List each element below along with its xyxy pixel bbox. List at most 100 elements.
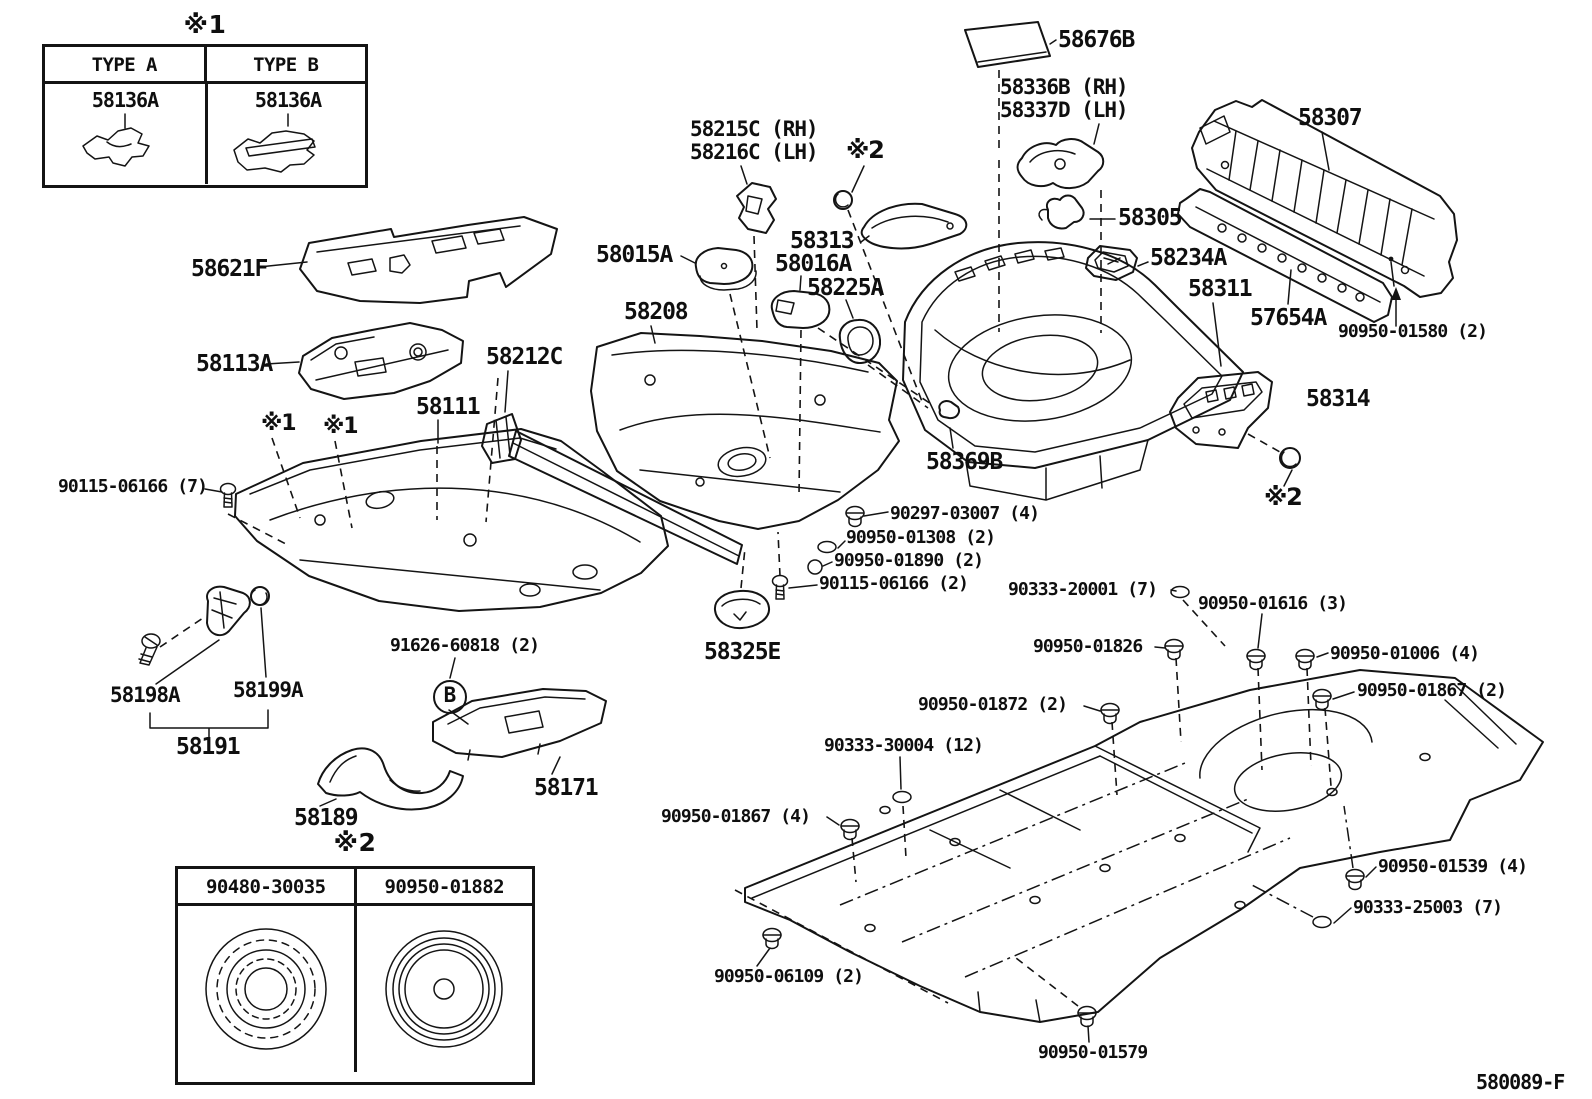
part-grommet-right: [1280, 448, 1300, 468]
type-table: TYPE A TYPE B 58136A 58136A: [42, 44, 368, 188]
label-57654a: 57654A: [1250, 305, 1327, 331]
label-90950-01539: 90950-01539 (4): [1378, 856, 1528, 877]
type-a-part-sketch: [82, 113, 150, 167]
label-58199a: 58199A: [233, 678, 304, 702]
label-58212c: 58212C: [486, 344, 563, 370]
type-table-title: ※1: [183, 10, 227, 39]
type-b-header: TYPE B: [203, 47, 366, 81]
label-58676b: 58676B: [1058, 27, 1135, 53]
part-58212c-member: [482, 414, 742, 564]
label-58314: 58314: [1306, 386, 1371, 412]
label-58171: 58171: [534, 775, 599, 801]
part-58215c-bracket: [737, 183, 776, 233]
type-b-cell: 58136A: [205, 84, 368, 184]
plug-b-drawing: [385, 930, 503, 1048]
label-90950-01580: 90950-01580 (2): [1338, 321, 1488, 342]
type-a-cell: 58136A: [45, 84, 205, 184]
label-note2-top: ※2: [846, 136, 885, 164]
part-58199a-clip: [251, 587, 269, 605]
label-90297-03007: 90297-03007 (4): [890, 503, 1040, 524]
label-58305: 58305: [1118, 205, 1183, 231]
part-rear-floor-pan: [903, 242, 1243, 500]
label-90950-01616: 90950-01616 (3): [1198, 593, 1348, 614]
part-58225a-grommet: [840, 320, 880, 363]
part-58189-bracket: [318, 748, 463, 809]
label-callout-b: B: [433, 680, 467, 714]
label-90950-01867-2: 90950-01867 (2): [1357, 680, 1507, 701]
part-58208-center-pan: [591, 333, 899, 529]
label-90950-01867-4: 90950-01867 (4): [661, 806, 811, 827]
label-58336b-rh: 58336B (RH): [1000, 75, 1129, 99]
part-58325e-plug: [715, 591, 769, 628]
label-58016a: 58016A: [775, 251, 852, 277]
part-58313-support: [862, 204, 967, 249]
label-58015a: 58015A: [596, 242, 673, 268]
label-58311: 58311: [1188, 276, 1253, 302]
part-58015a-plate: [696, 248, 756, 290]
part-58676b-plate: [965, 22, 1050, 67]
part-57654a-crossbar: [1178, 189, 1392, 322]
part-58305-clamp: [1039, 196, 1083, 229]
label-58191: 58191: [176, 734, 241, 760]
type-b-part-number: 58136A: [254, 88, 322, 112]
label-58216c-lh: 58216C (LH): [690, 140, 819, 164]
label-58198a: 58198A: [110, 683, 181, 707]
part-58307-rear-panel: [1192, 100, 1457, 297]
label-58113a: 58113A: [196, 351, 273, 377]
plug-b-cell: [353, 906, 533, 1072]
label-58307: 58307: [1298, 105, 1363, 131]
label-58337d-lh: 58337D (LH): [1000, 98, 1129, 122]
label-90333-30004: 90333-30004 (12): [824, 735, 984, 756]
label-58111: 58111: [416, 394, 481, 420]
label-90950-01308: 90950-01308 (2): [846, 527, 996, 548]
plug-a-part-number: 90480-30035: [205, 876, 326, 898]
plug-a-drawing: [205, 928, 327, 1050]
part-58314-bracket: [1170, 372, 1272, 448]
label-58208: 58208: [624, 299, 689, 325]
label-58215c-rh: 58215C (RH): [690, 117, 819, 141]
part-floor-undercover: [745, 670, 1543, 1022]
part-58621f-panel: [300, 217, 557, 303]
plug-b-part-number: 90950-01882: [353, 869, 533, 903]
type-a-part-number: 58136A: [91, 88, 159, 112]
label-90950-06109: 90950-06109 (2): [714, 966, 864, 987]
part-screw-58198: [139, 634, 160, 665]
label-58369b: 58369B: [926, 449, 1003, 475]
label-90950-01890: 90950-01890 (2): [834, 550, 984, 571]
type-b-part-sketch: [233, 113, 316, 173]
part-58113a-bracket: [299, 323, 463, 399]
label-58325e: 58325E: [704, 639, 781, 665]
label-90950-01006: 90950-01006 (4): [1330, 643, 1480, 664]
label-90950-01826: 90950-01826: [1033, 636, 1143, 657]
dashed-assembly-lines: [160, 70, 1353, 1006]
type-a-header: TYPE A: [91, 54, 158, 76]
label-91626-60818: 91626-60818 (2): [390, 635, 540, 656]
label-90950-01872: 90950-01872 (2): [918, 694, 1068, 715]
leader-lines: [150, 40, 1401, 1042]
label-90950-01579: 90950-01579: [1038, 1042, 1148, 1063]
part-58336b-bracket: [1018, 139, 1104, 188]
label-58234a: 58234A: [1150, 245, 1227, 271]
label-58621f: 58621F: [191, 256, 268, 282]
label-90333-25003: 90333-25003 (7): [1353, 897, 1503, 918]
fastener-glyphs: [219, 482, 1365, 1028]
label-diagram-code: 580089-F: [1476, 1070, 1565, 1094]
part-58016a-plate: [772, 291, 830, 328]
label-58313: 58313: [790, 228, 855, 254]
label-note1-b: ※1: [323, 414, 359, 439]
label-90115-06166-2: 90115-06166 (2): [819, 573, 969, 594]
part-grommet-top: [834, 191, 852, 209]
label-58189: 58189: [294, 805, 359, 831]
part-58171-bracket: [433, 689, 606, 760]
label-58225a: 58225A: [807, 275, 884, 301]
plug-table: 90480-30035 90950-01882: [175, 866, 535, 1085]
part-58369b-clip: [939, 401, 959, 418]
label-90333-20001: 90333-20001 (7): [1008, 579, 1158, 600]
part-58198a-stopper: [207, 587, 250, 636]
plug-table-title: ※2: [333, 828, 377, 857]
part-58111-front-pan: [235, 429, 668, 611]
plug-a-cell: [178, 906, 354, 1072]
label-note1-a: ※1: [261, 411, 297, 436]
